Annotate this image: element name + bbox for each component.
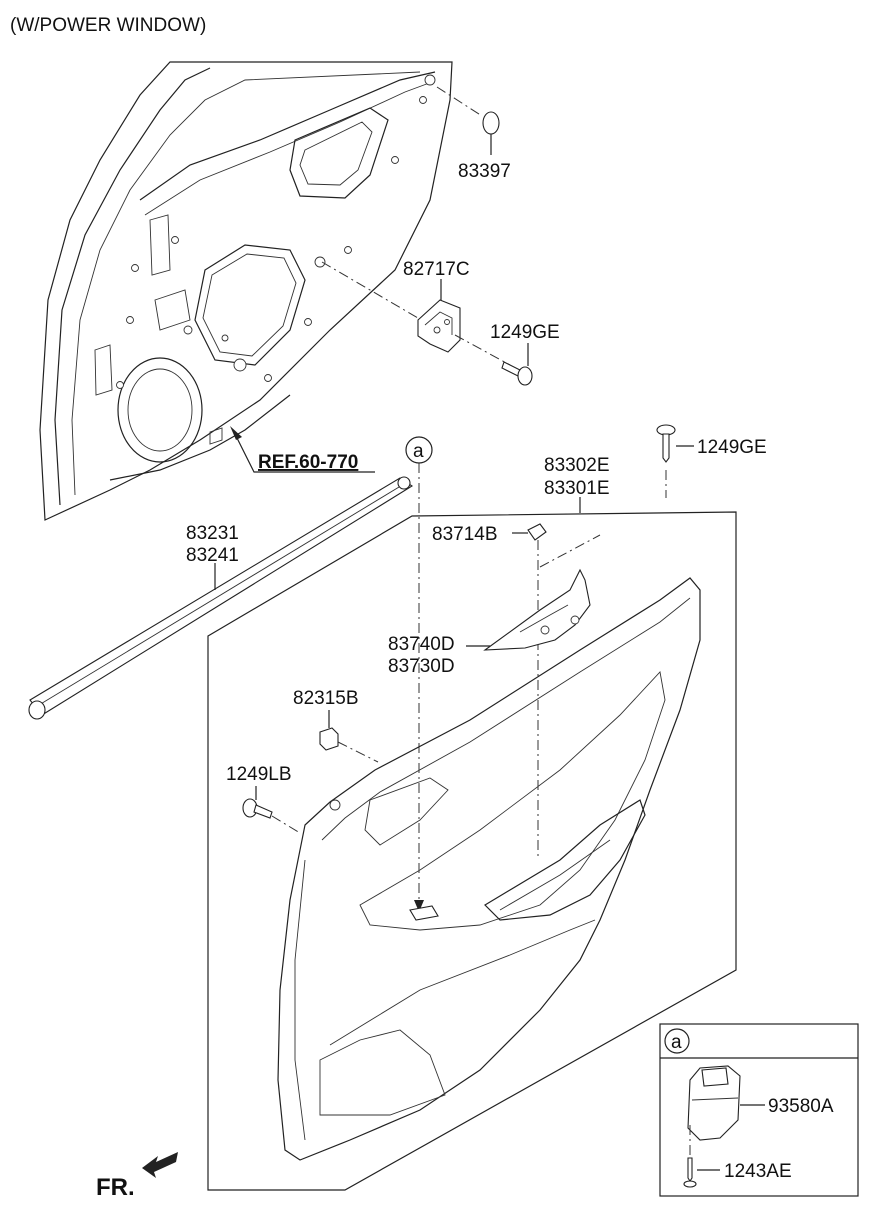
label-82717c: 82717C bbox=[403, 259, 470, 280]
label-83241: 83241 bbox=[186, 545, 239, 566]
front-direction-indicator: FR. bbox=[96, 1152, 178, 1201]
part-83740d-inside-handle: 83740D 83730D bbox=[388, 534, 601, 677]
label-1243ae: 1243AE bbox=[724, 1161, 792, 1182]
label-83231: 83231 bbox=[186, 523, 239, 544]
detail-box-a: a 93580A 1243AE bbox=[659, 1023, 859, 1197]
diagram-title: (W/POWER WINDOW) bbox=[10, 15, 206, 36]
part-1249ge-bolt-upper: 1249GE bbox=[490, 322, 560, 386]
door-inner-panel bbox=[39, 61, 453, 521]
label-83714b: 83714B bbox=[432, 524, 498, 545]
label-1249ge-upper: 1249GE bbox=[490, 322, 560, 343]
label-83302e: 83302E bbox=[544, 455, 610, 476]
callout-a-main-text: a bbox=[413, 441, 424, 462]
part-83231-belt-molding: 83231 83241 bbox=[28, 476, 414, 720]
ref-60-770: REF.60-770 bbox=[230, 426, 375, 473]
part-83397-plug: 83397 bbox=[436, 86, 511, 182]
part-door-trim-panel bbox=[277, 577, 701, 1161]
label-83740d: 83740D bbox=[388, 634, 455, 655]
callout-a-main: a bbox=[405, 436, 433, 912]
label-ref: REF.60-770 bbox=[258, 452, 358, 473]
part-1249ge-bolt-right: 1249GE bbox=[656, 424, 767, 498]
label-1249lb: 1249LB bbox=[226, 764, 292, 785]
label-1249ge-right: 1249GE bbox=[697, 437, 767, 458]
part-82315b-clip: 82315B bbox=[293, 688, 379, 763]
part-1243ae-screw: 1243AE bbox=[683, 1157, 792, 1188]
part-1249lb-screw: 1249LB bbox=[226, 764, 301, 834]
part-83714b-clip: 83714B bbox=[432, 523, 547, 860]
label-83301e: 83301E bbox=[544, 478, 610, 499]
callout-a-detail-text: a bbox=[671, 1032, 682, 1053]
trim-panel-box: 83302E 83301E bbox=[207, 455, 737, 1191]
label-83397: 83397 bbox=[458, 161, 511, 182]
part-82717c-bracket: 82717C bbox=[321, 259, 511, 366]
label-93580a: 93580A bbox=[768, 1096, 834, 1117]
label-82315b: 82315B bbox=[293, 688, 359, 709]
part-93580a-window-switch: 93580A bbox=[687, 1065, 834, 1155]
label-fr: FR. bbox=[96, 1174, 135, 1201]
label-83730d: 83730D bbox=[388, 656, 455, 677]
front-arrow-icon bbox=[142, 1152, 178, 1178]
